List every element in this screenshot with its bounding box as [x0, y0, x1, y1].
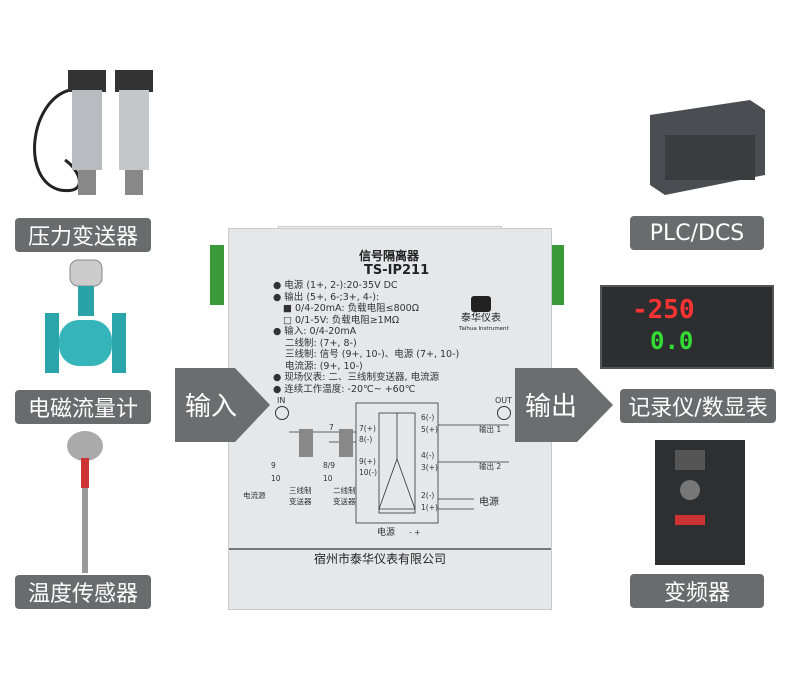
terminal-5: 5(+) [421, 425, 438, 434]
wiring-diagram [229, 402, 551, 550]
terminal-label-10a: 10 [271, 474, 281, 483]
spec-line: ● 连续工作温度: -20℃~ +60℃ [273, 383, 416, 395]
output-arrow-label: 输出 [525, 392, 578, 422]
two-wire-label-2: 变送器 [333, 497, 356, 506]
terminal-label-7: 7 [329, 423, 334, 432]
input-arrow-label: 输入 [185, 392, 238, 422]
terminal-label-10b: 10 [323, 474, 333, 483]
device-model: TS-IP211 [364, 263, 430, 278]
in-label: IN [277, 396, 286, 405]
device-title: 信号隔离器 [359, 249, 420, 263]
spec-line: ● 输入: 0/4-20mA [273, 326, 357, 337]
two-wire-label: 二线制 [333, 486, 356, 495]
sv-display: 0.0 [650, 327, 694, 355]
digital-display-meter: -250 0.0 [600, 285, 774, 369]
output-2-label: 输出 2 [479, 462, 502, 471]
input-label-flowmeter: 电磁流量计 [15, 390, 151, 424]
output-arrow: 输出 [515, 368, 615, 442]
terminal-8: 8(-) [359, 435, 373, 444]
terminal-label-9: 9 [271, 461, 276, 470]
out-port-icon [497, 406, 511, 420]
signal-isolator-device: 信号隔离器 TS-IP211 泰华仪表 Taihua Instrument ● … [228, 228, 552, 610]
power-label-bottom: 电源 [377, 528, 396, 538]
company-name: 宿州市泰华仪表有限公司 [314, 552, 447, 566]
output-label-recorder: 记录仪/数显表 [620, 389, 776, 423]
in-port-icon [275, 406, 289, 420]
power-polarity: - + [409, 528, 421, 537]
pv-display: -250 [632, 295, 695, 325]
spec-line: 二线制: (7+, 8-) [285, 337, 357, 349]
three-wire-label-2: 变送器 [289, 497, 312, 506]
power-label-right: 电源 [479, 497, 499, 508]
terminal-1: 1(+) [421, 503, 438, 512]
spec-line: ● 现场仪表: 二、三线制变送器, 电流源 [273, 372, 440, 383]
spec-line: ● 电源 (1+, 2-):20-35V DC [273, 280, 398, 291]
input-label-pressure-transmitter: 压力变送器 [15, 218, 151, 252]
brand-logo-icon [471, 296, 491, 312]
three-wire-label: 三线制 [289, 486, 312, 495]
green-terminal-left [210, 245, 224, 305]
input-arrow: 输入 [175, 368, 275, 442]
spec-line: ● 输出 (5+, 6-;3+, 4-): [273, 291, 380, 303]
terminal-4: 4(-) [421, 451, 435, 460]
terminal-3: 3(+) [421, 463, 438, 472]
spec-line: □ 0/1-5V: 负载电阻≥1MΩ [283, 314, 400, 326]
current-source-label: 电流源 [243, 491, 266, 500]
spec-line: 电流源: (9+, 10-) [285, 360, 363, 372]
output-label-plc-dcs: PLC/DCS [630, 216, 764, 250]
terminal-7: 7(+) [359, 424, 376, 433]
terminal-label-8-9: 8/9 [323, 461, 336, 470]
temperature-sensor-image [55, 428, 115, 573]
inverter-image [655, 440, 745, 565]
electromagnetic-flowmeter-image [40, 258, 130, 378]
pressure-transmitter-image [20, 60, 160, 210]
green-terminal-right [550, 245, 564, 305]
brand-name-en: Taihua Instrument [459, 326, 509, 332]
brand-name: 泰华仪表 [461, 313, 501, 324]
spec-line: 三线制: 信号 (9+, 10-)、电源 (7+, 10-) [285, 349, 460, 360]
terminal-6: 6(-) [421, 413, 435, 422]
terminal-2: 2(-) [421, 491, 435, 500]
input-label-temperature-sensor: 温度传感器 [15, 575, 151, 609]
spec-line: ■ 0/4-20mA: 负载电阻≤800Ω [283, 303, 419, 314]
output-1-label: 输出 1 [479, 425, 502, 434]
terminal-10: 10(-) [359, 468, 378, 477]
plc-image [640, 95, 770, 205]
terminal-9: 9(+) [359, 457, 376, 466]
out-label: OUT [495, 396, 513, 405]
output-label-inverter: 变频器 [630, 574, 764, 608]
